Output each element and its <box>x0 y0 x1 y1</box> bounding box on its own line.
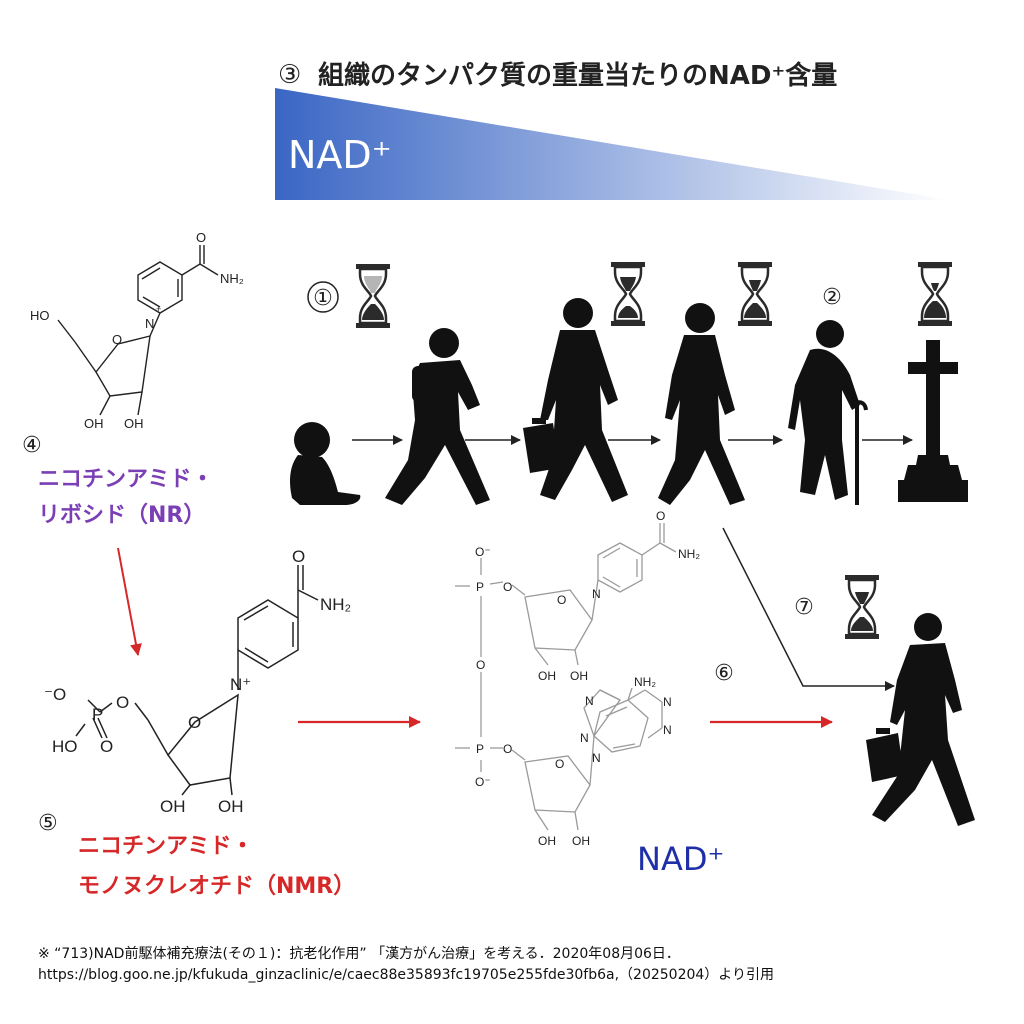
grave-cross-icon <box>898 340 968 502</box>
cane <box>855 405 859 505</box>
nad-atom-o-minus-top: O⁻ <box>475 545 491 559</box>
nmr-atom-p: P <box>92 705 103 724</box>
nmr-atom-o-top: O <box>292 547 305 566</box>
nad-atom-oh3: OH <box>538 834 556 848</box>
hourglass-icon-1 <box>354 262 392 330</box>
citation-line-1: ※ “713)NAD前駆体補充療法(その１)：抗老化作用” 「漢方がん治療」を考… <box>38 946 680 962</box>
nad-atom-p2: P <box>476 742 484 756</box>
nad-atom-p1: P <box>476 580 484 594</box>
nmr-atom-o-dbl: O <box>100 737 113 756</box>
nad-structure <box>455 523 677 831</box>
header-title: 組織のタンパク質の重量当たりのNAD⁺含量 <box>318 60 837 91</box>
nad-atom-nh2-ad: NH₂ <box>634 675 656 689</box>
nmr-atom-o-minus: ⁻O <box>44 685 66 704</box>
nad-atom-o-minus-bot: O⁻ <box>475 775 491 789</box>
nr-atom-o-top: O <box>196 230 206 245</box>
marker-1-circle <box>307 281 339 313</box>
nr-atom-oh1: OH <box>84 416 104 431</box>
nr-marker: ④ <box>22 433 42 458</box>
nmr-marker: ⑤ <box>38 811 58 836</box>
nr-atom-o-ring: O <box>112 332 122 347</box>
nmr-name-line1: ニコチンアミド・ <box>78 834 254 859</box>
nmr-atom-oh2: OH <box>218 797 244 816</box>
nad-atom-o-bridge: O <box>476 658 485 672</box>
middle-aged-silhouette <box>658 303 745 505</box>
marker-2: ② <box>822 285 842 310</box>
adult-briefcase-silhouette <box>523 298 628 502</box>
nad-atom-o1: O <box>503 580 512 594</box>
child-silhouette <box>385 328 490 505</box>
nr-atom-plus: + <box>156 304 161 314</box>
nad-marker: ⑥ <box>714 661 734 686</box>
nr-to-nmr-arrow <box>117 547 142 656</box>
nad-atom-o-ring2: O <box>555 757 564 771</box>
nad-atom-o2: O <box>503 742 512 756</box>
hourglass-icon-4 <box>916 260 954 328</box>
nmr-name-line2: モノヌクレオチド（NMR） <box>78 874 355 899</box>
intervention-branch-arrow <box>722 527 895 691</box>
nad-atom-n2: N <box>663 695 672 709</box>
nad-atom-n-plus: N <box>592 587 601 601</box>
hourglass-icon-3 <box>736 260 774 328</box>
nad-atom-n3: N <box>663 723 672 737</box>
nad-atom-oh1: OH <box>538 669 556 683</box>
marker-7: ⑦ <box>794 595 814 620</box>
nr-atom-n: N <box>145 316 154 331</box>
nr-atom-nh2: NH₂ <box>220 271 244 286</box>
hourglass-icon-2 <box>609 260 647 328</box>
nad-atom-labels: O⁻ P O O O NH₂ N OH OH O P O O⁻ NH₂ N N … <box>475 509 700 848</box>
nad-atom-o-top: O <box>656 509 665 523</box>
infant-silhouette <box>290 422 361 505</box>
nmr-atom-ho: HO <box>52 737 78 756</box>
nmr-atom-n: N⁺ <box>230 675 251 694</box>
nad-atom-nh2-top: NH₂ <box>678 547 700 561</box>
nr-name-line2: リボシド（NR） <box>38 503 205 528</box>
nr-atom-oh2: OH <box>124 416 144 431</box>
nad-atom-n1: N <box>585 694 594 708</box>
nad-atom-n4: N <box>580 731 589 745</box>
nmr-atom-oh1: OH <box>160 797 186 816</box>
nmr-atom-labels: O NH₂ N⁺ ⁻O P O HO O O OH OH <box>44 547 351 816</box>
nr-atom-ho: HO <box>30 308 50 323</box>
nad-atom-o-ring1: O <box>557 593 566 607</box>
nr-structure <box>57 245 219 416</box>
nad-label: NAD⁺ <box>637 840 724 878</box>
header-marker: ③ <box>278 60 301 90</box>
elderly-cane-silhouette <box>788 320 868 505</box>
rejuvenated-adult-silhouette <box>866 613 975 826</box>
gradient-label: NAD⁺ <box>288 133 392 177</box>
citation: ※ “713)NAD前駆体補充療法(その１)：抗老化作用” 「漢方がん治療」を考… <box>38 944 998 986</box>
nad-gradient-wedge <box>275 88 950 200</box>
nr-atom-labels: O NH₂ N + HO O OH OH <box>30 230 244 431</box>
nr-name-line1: ニコチンアミド・ <box>38 467 214 492</box>
nmr-atom-o-link: O <box>116 693 129 712</box>
nad-atom-oh2: OH <box>570 669 588 683</box>
citation-line-2: https://blog.goo.ne.jp/kfukuda_ginzaclin… <box>38 967 775 983</box>
nmr-structure <box>75 565 319 796</box>
hourglass-icon-5 <box>843 573 881 641</box>
nad-atom-n5: N <box>592 751 601 765</box>
nmr-atom-nh2: NH₂ <box>320 595 351 614</box>
marker-1: ① <box>313 286 333 311</box>
nad-atom-oh4: OH <box>572 834 590 848</box>
nmr-atom-o-ring: O <box>188 713 201 732</box>
